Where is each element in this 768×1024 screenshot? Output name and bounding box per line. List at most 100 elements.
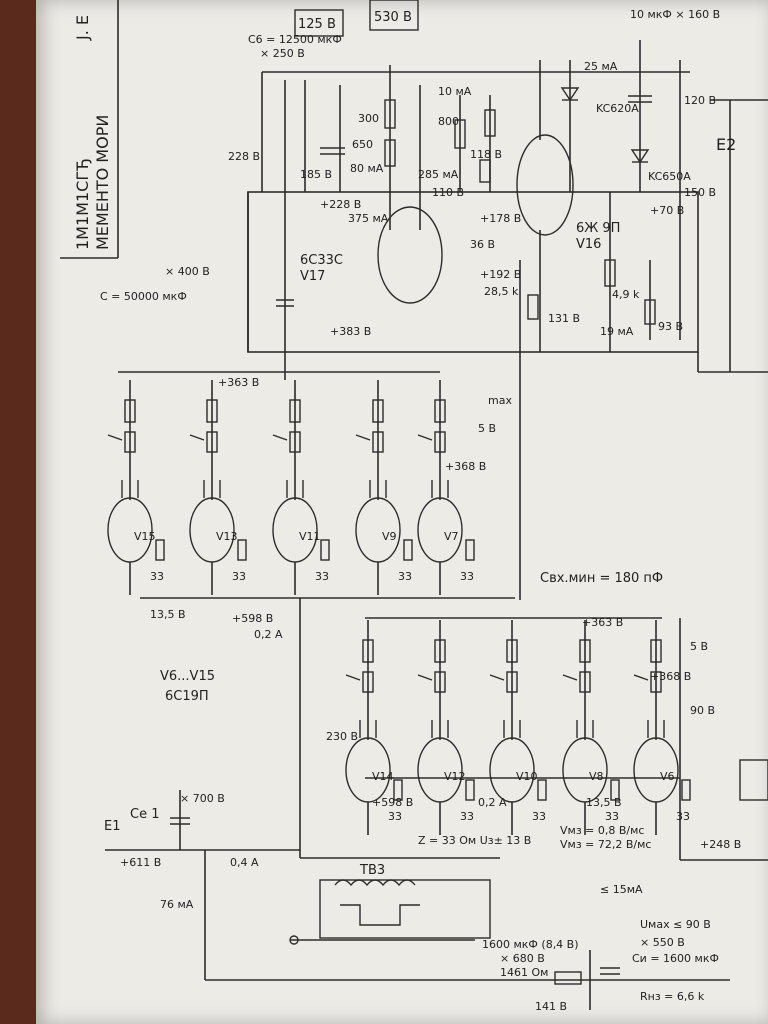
tube-stage-bottom-5-r33: 33 [676,810,690,823]
lower-labels: +363 B 5 B 230 B +368 B 90 B +598 B 0,2 … [104,616,741,1013]
power-stage-frame [247,99,768,373]
label-02b: 0,2 A [478,796,507,809]
tube-stage-top-2: V13 33 [189,380,247,595]
label-375: 375 мА [348,212,389,225]
label-cap-c: Cвх.мин = 180 пФ [540,571,663,586]
label-118: 118 B [470,148,502,161]
label-363a: +363 B [218,376,259,389]
label-z-note: Z = 33 Ом Uз± 13 B [418,834,531,847]
label-708: +70 B [650,204,684,217]
label-611: +611 B [120,856,161,869]
paper-sheet [36,0,768,1024]
label-c6: C6 = 12500 мкФ [248,33,342,46]
label-93: 93 B [658,320,683,333]
label-6zh9p: 6Ж 9П [576,221,620,236]
label-598: +598 B [232,612,273,625]
label-530: 530 B [374,10,412,25]
label-1315: 13,5 B [150,608,186,621]
label-5b-b: 5 B [690,640,708,653]
label-363b: +363 B [582,616,623,629]
label-type-1: V6...V15 [160,669,215,684]
tube-stage-bottom-5-label: V6 [660,770,675,783]
tube-stage-top-5-label: V7 [444,530,459,543]
label-125: 125 B [298,17,336,32]
label-cap2: 1600 мкФ (8,4 B) [482,938,579,951]
tube-stage-top-1: V15 33 [107,380,165,595]
label-c-bottom: Cи = 1600 мкФ [632,952,719,965]
label-285mA: 285 мА [418,168,459,181]
label-230: 230 B [326,730,358,743]
label-umax: Uмах ≤ 90 B [640,918,711,931]
label-type-2: 6C19П [165,689,209,704]
tube-stage-top-3: V11 33 [272,380,330,595]
label-192: +192 B [480,268,521,281]
label-76: 76 мА [160,898,194,911]
label-131: 131 B [548,312,580,325]
label-26k: 28,5 k [484,285,519,298]
tube-stage-top-3-r33: 33 [315,570,329,583]
label-v16: V16 [576,237,601,252]
label-248: +248 B [700,838,741,851]
tube-stage-top-2-label: V13 [216,530,238,543]
tube-stage-bottom-3-label: V10 [516,770,538,783]
label-4a: 0,4 A [230,856,259,869]
label-1315b: 13,5 B [586,796,622,809]
tube-stage-bottom-1-r33: 33 [388,810,402,823]
margin-corner: J. E [73,15,92,41]
label-02: 0,2 A [254,628,283,641]
label-e1: E1 [104,819,121,834]
label-c6-v: × 250 B [260,47,305,60]
label-185: 185 B [300,168,332,181]
tube-stage-bottom-5: V6 33 [633,620,691,835]
label-110: 110 B [432,186,464,199]
tube-stage-top-5-r33: 33 [460,570,474,583]
margin-line-2: МЕМЕНТО МОРИ [93,115,112,250]
tube-stage-bottom-4-label: V8 [589,770,604,783]
tube-stage-bottom-2-label: V12 [444,770,466,783]
label-19mA: 19 мА [600,325,634,338]
label-c1: Cе 1 [130,807,159,822]
label-368b: +368 B [650,670,691,683]
label-141: 141 B [535,1000,567,1013]
label-80mA: 80 мА [350,162,384,175]
label-r800: 800 [438,115,459,128]
label-368: +368 B [445,460,486,473]
label-15mA: ≤ 15мА [600,883,643,896]
label-c400: × 400 B [165,265,210,278]
margin-line-1: 1М1М1СГЂ [73,158,92,250]
label-kc620: KC620A [596,102,639,115]
tube-stage-top-4-label: V9 [382,530,397,543]
tube-stage-top-1-r33: 33 [150,570,164,583]
tube-stage-top-1-label: V15 [134,530,156,543]
label-150: 150 B [684,186,716,199]
label-10mA: 10 мА [438,85,472,98]
label-6c33c: 6C33C [300,253,343,268]
label-cap2b: × 680 B [500,952,545,965]
label-908: 90 B [690,704,715,717]
label-178: +178 B [480,212,521,225]
label-r300: 300 [358,112,379,125]
label-598b: +598 B [372,796,413,809]
label-cap-1608: 10 мкФ × 160 B [630,8,720,21]
label-1461: 1461 Ом [500,966,548,979]
label-c1-v: × 700 B [180,792,225,805]
tube-stage-top-3-label: V11 [299,530,321,543]
tube-stage-top-2-r33: 33 [232,570,246,583]
left-margin-note: 1М1М1СГЂ МЕМЕНТО МОРИ J. E [60,0,119,259]
label-228: 228 B [228,150,260,163]
label-kc650: KC650A [648,170,691,183]
label-c-bottom-v: × 550 B [640,936,685,949]
top-labels: C6 = 12500 мкФ × 250 B 125 B 530 B 228 B… [100,8,736,338]
label-vmz: Vмз = 72,2 B/мс [560,838,651,851]
label-49k: 4,9 k [612,288,640,301]
label-tb3: TB3 [359,863,385,878]
tube-stage-bottom-1-label: V14 [372,770,394,783]
label-25mA: 25 мА [584,60,618,73]
label-r650: 650 [352,138,373,151]
